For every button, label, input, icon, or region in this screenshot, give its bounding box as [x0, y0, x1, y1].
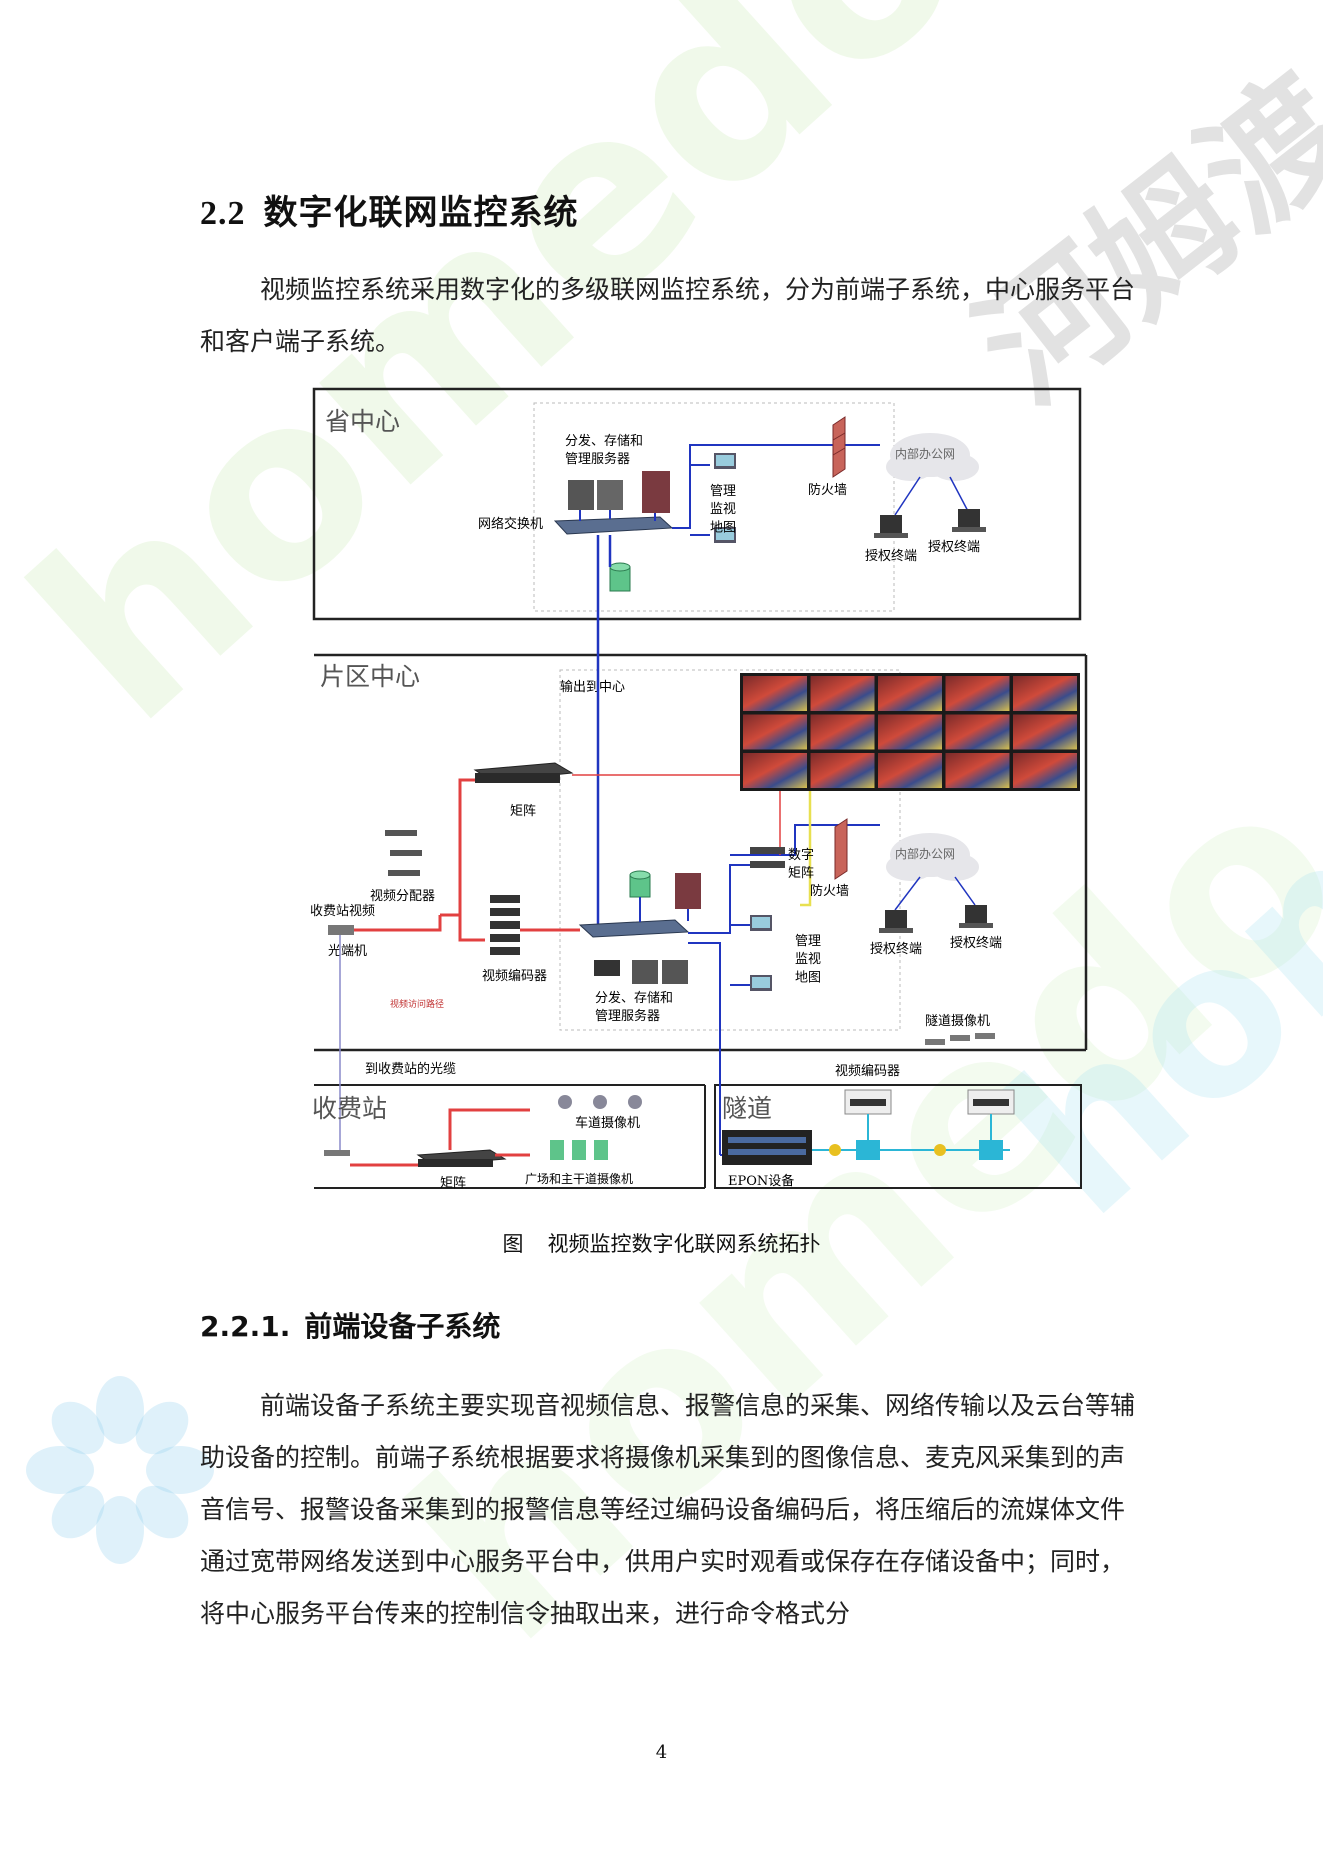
area-terminal-b-label: 授权终端 — [950, 935, 1002, 951]
video-wall-screen — [945, 753, 1010, 788]
toll-matrix-icon — [416, 1149, 507, 1167]
onu-icons — [856, 1140, 1003, 1160]
tunnel-camera-label: 隧道摄像机 — [925, 1013, 990, 1029]
province-terminal-icons — [874, 509, 986, 538]
video-wall-screen — [743, 676, 807, 711]
topology-diagram: 省中心 分发、存储和管理服务器 网络交换机 管理监视地图 防火墙 内部办公网 授… — [310, 387, 1088, 1191]
province-frame — [312, 387, 1082, 621]
province-switch-label: 网络交换机 — [478, 516, 543, 532]
area-matrix-label: 矩阵 — [510, 804, 536, 819]
digital-matrix-icon — [750, 847, 785, 868]
province-firewall-label: 防火墙 — [808, 482, 847, 498]
area-title: 片区中心 — [320, 662, 420, 691]
tunnel-encoder-label: 视频编码器 — [835, 1064, 900, 1079]
area-dashed-zone — [559, 669, 901, 1031]
area-cloud-label: 内部办公网 — [895, 846, 955, 861]
video-wall-screen — [945, 676, 1010, 711]
area-servers-label: 分发、存储和管理服务器 — [595, 990, 673, 1024]
section-number: 2.2 — [200, 195, 246, 232]
province-servers-label: 分发、存储和管理服务器 — [565, 433, 643, 467]
subsection-title: 前端设备子系统 — [304, 1310, 501, 1343]
toll-matrix-label: 矩阵 — [440, 1176, 466, 1191]
area-encoder-icons — [490, 895, 520, 955]
lane-camera-icons — [558, 1095, 642, 1109]
epon-label: EPON设备 — [728, 1173, 794, 1189]
area-map-label: 管理监视地图 — [795, 934, 821, 985]
caption-label: 图 — [502, 1232, 524, 1256]
province-monitor-icons — [714, 453, 736, 543]
optical-label: 光端机 — [328, 944, 367, 959]
subsection-heading: 2.2.1. 前端设备子系统 — [200, 1305, 500, 1345]
area-matrix-icon — [473, 762, 574, 783]
video-wall-screen — [1013, 714, 1077, 750]
lane-camera-label: 车道摄像机 — [575, 1115, 640, 1131]
plaza-camera-label: 广场和主干道摄像机 — [525, 1171, 633, 1186]
area-terminal-icons — [879, 905, 993, 933]
splitter-icons — [829, 1144, 946, 1156]
video-path-label: 视频访问路径 — [390, 998, 444, 1010]
area-output-label: 输出到中心 — [560, 679, 625, 695]
tunnel-frame — [714, 1084, 1082, 1189]
toll-video-label: 收费站视频 — [310, 904, 375, 919]
video-wall-screen — [1013, 753, 1077, 788]
area-switch-icon — [578, 919, 690, 938]
area-firewall-icon — [834, 818, 848, 880]
optical-transceiver-icon — [328, 925, 354, 935]
area-firewall-label: 防火墙 — [810, 883, 849, 899]
province-cloud-icon — [886, 433, 979, 481]
video-wall-screen — [878, 714, 942, 750]
caption-text: 视频监控数字化联网系统拓扑 — [547, 1232, 821, 1256]
province-title: 省中心 — [325, 407, 400, 436]
distributor-icons — [385, 830, 422, 876]
video-wall-screen — [810, 676, 875, 711]
body-paragraph: 前端设备子系统主要实现音视频信息、报警信息的采集、网络传输以及云台等辅助设备的控… — [200, 1391, 1136, 1628]
video-wall-screen — [878, 753, 942, 788]
section-title: 数字化联网监控系统 — [263, 193, 579, 233]
video-wall-screen — [743, 753, 807, 788]
video-wall-screen — [810, 753, 875, 788]
intro-paragraph: 视频监控系统采用数字化的多级联网监控系统，分为前端子系统，中心服务平台和客户端子… — [200, 275, 1136, 356]
watermark-flower-icon — [26, 1376, 214, 1564]
video-wall-screen — [1013, 676, 1077, 711]
tunnel-title: 隧道 — [722, 1094, 772, 1123]
video-wall — [740, 673, 1080, 791]
province-terminal-b-label: 授权终端 — [928, 539, 980, 555]
province-firewall-icon — [832, 416, 846, 478]
digital-matrix-label: 数字矩阵 — [788, 848, 814, 881]
video-wall-screen — [743, 714, 807, 750]
area-terminal-a-label: 授权终端 — [870, 941, 922, 957]
area-monitor-icons — [750, 915, 772, 991]
subsection-number: 2.2.1. — [200, 1310, 291, 1343]
watermark-hemudu: 河姆渡 — [949, 46, 1323, 434]
province-dashed-zone — [533, 402, 895, 612]
province-map-label: 管理监视地图 — [710, 484, 736, 535]
province-storage-icon — [609, 562, 631, 592]
toll-title: 收费站 — [312, 1094, 387, 1123]
area-encoder-label: 视频编码器 — [482, 969, 547, 984]
province-terminal-a-label: 授权终端 — [865, 548, 917, 564]
tunnel-encoder-icons — [844, 1089, 1015, 1115]
video-wall-screen — [878, 676, 942, 711]
area-cloud-icon — [886, 833, 979, 881]
province-cloud-label: 内部办公网 — [895, 446, 955, 461]
epon-device-icon — [722, 1130, 812, 1165]
area-storage-icon — [629, 870, 651, 898]
toll-optical-icon — [324, 1150, 350, 1156]
area-server-icons — [594, 873, 701, 984]
video-wall-screen — [945, 714, 1010, 750]
plaza-camera-icons — [550, 1140, 608, 1160]
tunnel-camera-icons — [925, 1033, 995, 1045]
figure-caption: 图视频监控数字化联网系统拓扑 — [0, 1228, 1323, 1258]
section-heading: 2.2 数字化联网监控系统 — [200, 185, 579, 234]
fiber-label: 到收费站的光缆 — [365, 1061, 456, 1077]
province-server-icon — [568, 471, 670, 513]
page-number: 4 — [655, 1742, 668, 1763]
distributor-label: 视频分配器 — [370, 889, 435, 904]
video-wall-screen — [810, 714, 875, 750]
